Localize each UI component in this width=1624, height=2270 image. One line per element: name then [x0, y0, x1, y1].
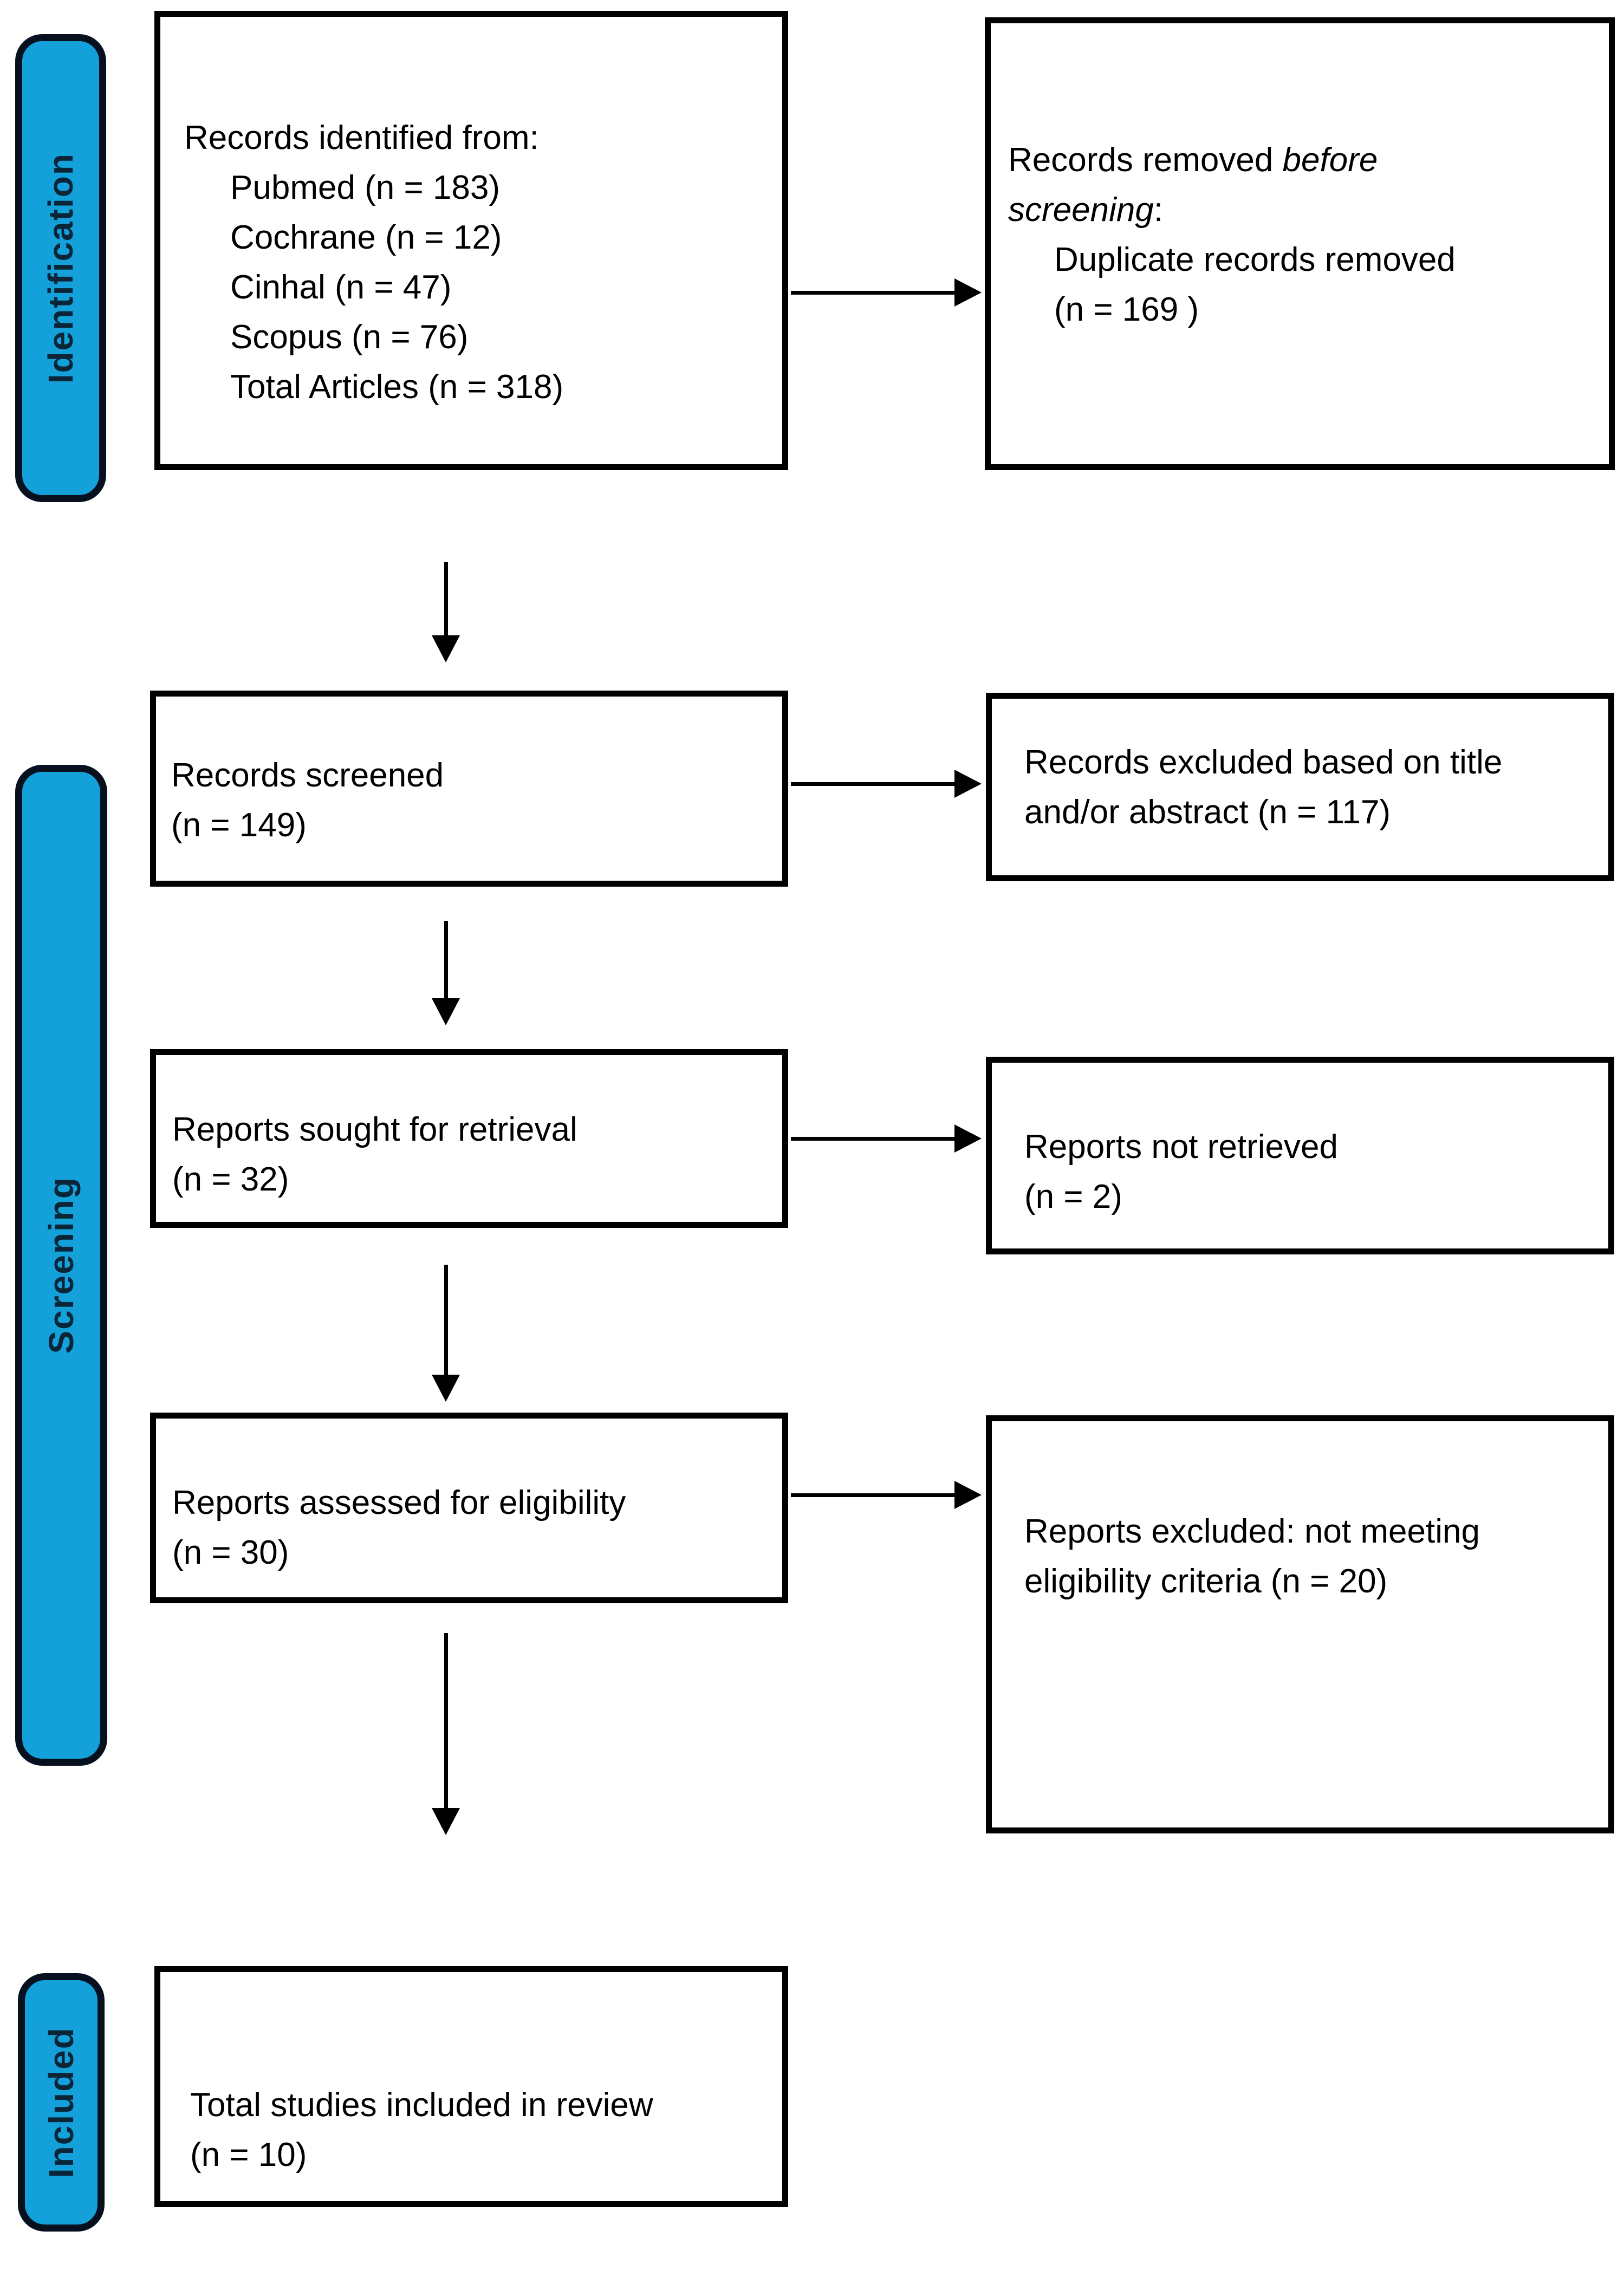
box-total-included: Total studies included in review (n = 10… — [154, 1966, 788, 2207]
records-screened-label: Records screened — [171, 757, 444, 794]
records-identified-item: Total Articles (n = 318) — [230, 368, 564, 406]
reports-not-retrieved-label: Reports not retrieved — [1024, 1128, 1338, 1166]
stage-label-screening: Screening — [42, 1176, 81, 1354]
box-records-identified: Records identified from: Pubmed (n = 183… — [154, 11, 788, 470]
reports-excluded-label: Reports excluded: not meeting — [1024, 1513, 1480, 1550]
records-identified-item: Cochrane (n = 12) — [230, 219, 502, 256]
stage-bar-screening: Screening — [15, 765, 107, 1766]
records-identified-title: Records identified from: — [184, 119, 539, 157]
box-records-removed-before-screening: Records removed before screening: Duplic… — [985, 17, 1615, 470]
stage-label-included: Included — [42, 2026, 81, 2178]
stage-bar-included: Included — [18, 1973, 105, 2232]
reports-not-retrieved-count: (n = 2) — [1024, 1178, 1122, 1215]
box-reports-sought: Reports sought for retrieval (n = 32) — [150, 1049, 788, 1228]
total-included-label: Total studies included in review — [190, 2086, 653, 2124]
records-identified-item: Cinhal (n = 47) — [230, 269, 452, 306]
reports-assessed-label: Reports assessed for eligibility — [172, 1484, 626, 1521]
records-removed-item: Duplicate records removed — [1054, 241, 1456, 278]
box-records-excluded-title-abstract: Records excluded based on title and/or a… — [986, 693, 1614, 881]
reports-assessed-count: (n = 30) — [172, 1534, 289, 1571]
box-reports-assessed: Reports assessed for eligibility (n = 30… — [150, 1413, 788, 1603]
records-excluded-label: Records excluded based on title — [1024, 744, 1503, 781]
records-removed-count: (n = 169 ) — [1054, 291, 1199, 328]
reports-excluded-count: eligibility criteria (n = 20) — [1024, 1563, 1388, 1600]
reports-sought-count: (n = 32) — [172, 1161, 289, 1198]
records-identified-item: Scopus (n = 76) — [230, 318, 469, 356]
box-reports-excluded-eligibility: Reports excluded: not meeting eligibilit… — [986, 1415, 1614, 1833]
stage-bar-identification: Identification — [15, 34, 106, 502]
box-records-screened: Records screened (n = 149) — [150, 691, 788, 887]
records-identified-item: Pubmed (n = 183) — [230, 169, 501, 206]
box-reports-not-retrieved: Reports not retrieved (n = 2) — [986, 1057, 1614, 1254]
reports-sought-label: Reports sought for retrieval — [172, 1111, 577, 1148]
records-removed-line1: Records removed before — [1008, 141, 1378, 179]
stage-label-identification: Identification — [41, 152, 80, 384]
total-included-count: (n = 10) — [190, 2136, 307, 2174]
records-removed-line2: screening: — [1008, 191, 1164, 229]
records-excluded-count: and/or abstract (n = 117) — [1024, 793, 1391, 831]
records-screened-count: (n = 149) — [171, 806, 307, 844]
